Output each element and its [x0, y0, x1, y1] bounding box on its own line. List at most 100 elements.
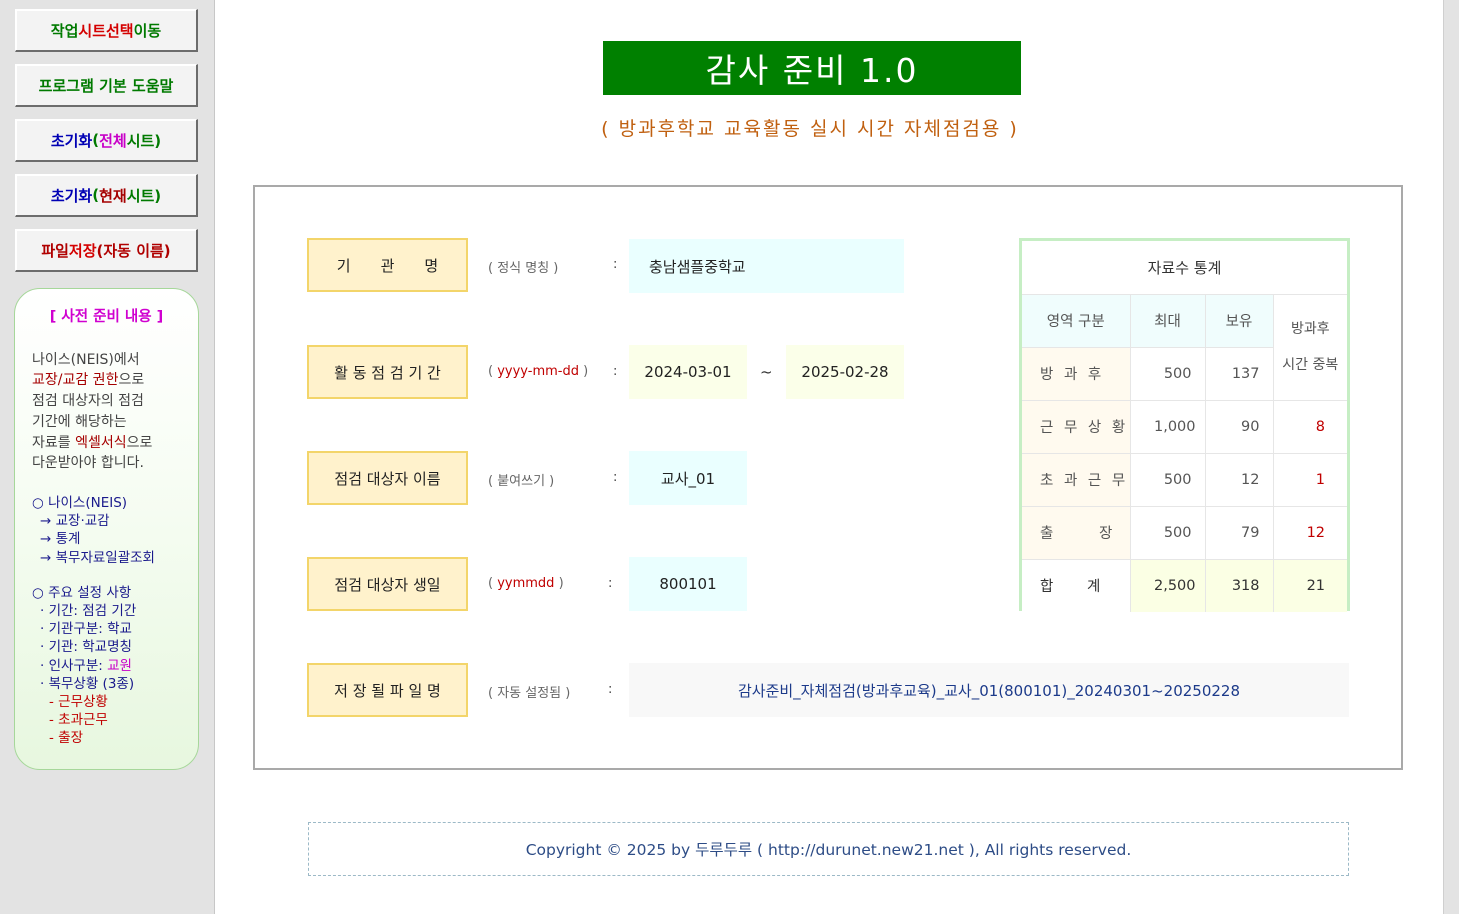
target-name-field[interactable]: 교사_01 — [629, 451, 747, 505]
stats-header-max: 최대 — [1129, 293, 1205, 347]
colon: : — [613, 257, 618, 272]
neis-path-list: ○ 나이스(NEIS) → 교장·교감 → 통계 → 복무자료일괄조회 ○ 주요… — [32, 494, 188, 748]
btn-text: 시트) — [126, 186, 162, 205]
setting-item: · 기관: 학교명칭 — [40, 639, 132, 656]
stats-row-label: 근 무 상 황 — [1022, 399, 1130, 453]
stats-table: 자료수 통계 영역 구분 최대 보유 방과후 시간 중복 방 과 후 500 1… — [1022, 241, 1348, 612]
btn-text: 전체 — [99, 131, 127, 150]
setting-item: · 복무상황 (3종) — [40, 675, 135, 692]
colon: : — [613, 470, 618, 485]
reset-current-sheet-button[interactable]: 초기화 (현재 시트) — [15, 174, 198, 217]
stats-header-have: 보유 — [1204, 293, 1273, 347]
org-hint: ( 정식 명칭 ) — [488, 261, 559, 276]
stats-total-max: 2,500 — [1129, 558, 1205, 612]
stats-row-max: 500 — [1129, 452, 1205, 506]
stats-total-have: 318 — [1204, 558, 1273, 612]
stats-row-label: 초 과 근 무 — [1022, 452, 1130, 506]
neis-step: → 통계 — [40, 531, 81, 548]
org-name-field[interactable]: 충남샘플중학교 — [629, 239, 904, 293]
prep-text: 자료를 — [32, 434, 76, 451]
prep-text: 으로 — [126, 434, 153, 451]
btn-text: 선택 — [106, 21, 134, 40]
colon: : — [613, 364, 618, 379]
neis-step: → 복무자료일괄조회 — [40, 549, 155, 566]
stats-row-max: 500 — [1129, 346, 1205, 400]
setting-subitem: - 초과근무 — [49, 712, 108, 729]
stats-row-label: 출 장 — [1022, 505, 1130, 559]
stats-row-dup: 1 — [1272, 452, 1348, 506]
save-file-button[interactable]: 파일 저장 (자동 이름) — [15, 229, 198, 272]
stats-caption: 자료수 통계 — [1147, 258, 1222, 277]
setting-highlight: 교원 — [107, 657, 132, 674]
filename-label: 저 장 될 파 일 명 — [307, 663, 468, 717]
page-title: 감사 준비 1.0 — [603, 41, 1021, 95]
name-hint: ( 붙여쓰기 ) — [488, 474, 555, 489]
prep-line: 다운받아야 합니다. — [32, 455, 144, 472]
stats-row-label: 방 과 후 — [1022, 346, 1130, 400]
btn-text: 작업 — [50, 21, 79, 40]
prep-highlight: 교장/교감 권한 — [32, 372, 119, 389]
stats-row-have: 79 — [1204, 505, 1273, 559]
birth-format: yymmdd — [497, 576, 555, 591]
prep-line: 자료를 엑셀서식으로 — [32, 433, 188, 454]
target-birth-field[interactable]: 800101 — [629, 557, 747, 611]
prep-title: [ 사전 준비 내용 ] — [49, 309, 164, 325]
btn-text: 시트) — [126, 131, 162, 150]
prep-line: 점검 대상자의 점검 — [32, 393, 144, 410]
stats-header-area: 영역 구분 — [1022, 293, 1130, 347]
btn-text: 파일 — [41, 241, 69, 260]
settings-head: ○ 주요 설정 사항 — [32, 584, 132, 601]
prep-text: 으로 — [118, 372, 145, 389]
right-scroll-strip — [1443, 0, 1459, 914]
spacer — [32, 567, 188, 584]
btn-text: 현재 — [99, 186, 127, 205]
period-start-field[interactable]: 2024-03-01 — [629, 345, 747, 399]
prep-line: 기간에 해당하는 — [32, 413, 127, 430]
setting-item: · 인사구분: 교원 — [32, 657, 188, 675]
btn-text: (자동 이름) — [96, 241, 171, 260]
stats-row-have: 90 — [1204, 399, 1273, 453]
btn-text: 초기화 — [50, 186, 93, 205]
btn-text: 이동 — [133, 21, 162, 40]
goto-sheet-button[interactable]: 작업 시트 선택 이동 — [15, 9, 198, 52]
stats-row-have: 137 — [1204, 346, 1273, 400]
period-separator: ~ — [760, 363, 773, 381]
setting-item: · 기간: 점검 기간 — [40, 602, 137, 619]
btn-text: 저장 — [68, 241, 97, 260]
prep-line: 나이스(NEIS)에서 — [32, 351, 140, 368]
stats-total-dup: 21 — [1272, 558, 1348, 612]
page-subtitle: ( 방과후학교 교육활동 실시 시간 자체점검용 ) — [601, 118, 1019, 140]
setting-text: · 인사구분: — [40, 657, 108, 674]
sidebar: 작업 시트 선택 이동 프로그램 기본 도움말 초기화 (전체 시트) 초기화 … — [0, 0, 215, 914]
colon: : — [608, 576, 613, 591]
prep-intro: 나이스(NEIS)에서 교장/교감 권한으로 점검 대상자의 점검 기간에 해당… — [32, 350, 188, 474]
period-format: yyyy-mm-dd — [497, 364, 579, 379]
period-end-field[interactable]: 2025-02-28 — [786, 345, 904, 399]
stats-row-dup: 8 — [1272, 399, 1348, 453]
dup-header-line: 시간 중복 — [1282, 357, 1339, 373]
setting-item: · 기관구분: 학교 — [40, 621, 132, 638]
stats-header-dup: 방과후 시간 중복 — [1272, 293, 1348, 400]
stats-row-have: 12 — [1204, 452, 1273, 506]
colon: : — [608, 682, 613, 697]
prep-line: 교장/교감 권한으로 — [32, 370, 188, 391]
reset-all-sheets-button[interactable]: 초기화 (전체 시트) — [15, 119, 198, 162]
btn-text: ( — [92, 131, 100, 149]
setting-subitem: - 근무상황 — [49, 693, 108, 710]
data-count-stats: 자료수 통계 영역 구분 최대 보유 방과후 시간 중복 방 과 후 500 1… — [1019, 238, 1350, 612]
prep-instructions-panel: [ 사전 준비 내용 ] 나이스(NEIS)에서 교장/교감 권한으로 점검 대… — [14, 288, 199, 770]
help-button[interactable]: 프로그램 기본 도움말 — [15, 64, 198, 107]
target-birth-label: 점검 대상자 생일 — [307, 557, 468, 611]
stats-row-dup: 12 — [1272, 505, 1348, 559]
btn-text: 시트 — [78, 21, 106, 40]
stats-row-max: 500 — [1129, 505, 1205, 559]
period-hint: ( yyyy-mm-dd ) — [488, 364, 589, 379]
stats-total-label: 합 계 — [1022, 558, 1130, 612]
filename-hint: ( 자동 설정됨 ) — [488, 686, 571, 701]
btn-text: ( — [92, 186, 100, 204]
org-label: 기 관 명 — [307, 238, 468, 292]
birth-hint: ( yymmdd ) — [488, 576, 564, 591]
neis-step: → 교장·교감 — [40, 513, 110, 530]
stats-row-max: 1,000 — [1129, 399, 1205, 453]
dup-header-line: 방과후 — [1290, 321, 1330, 337]
